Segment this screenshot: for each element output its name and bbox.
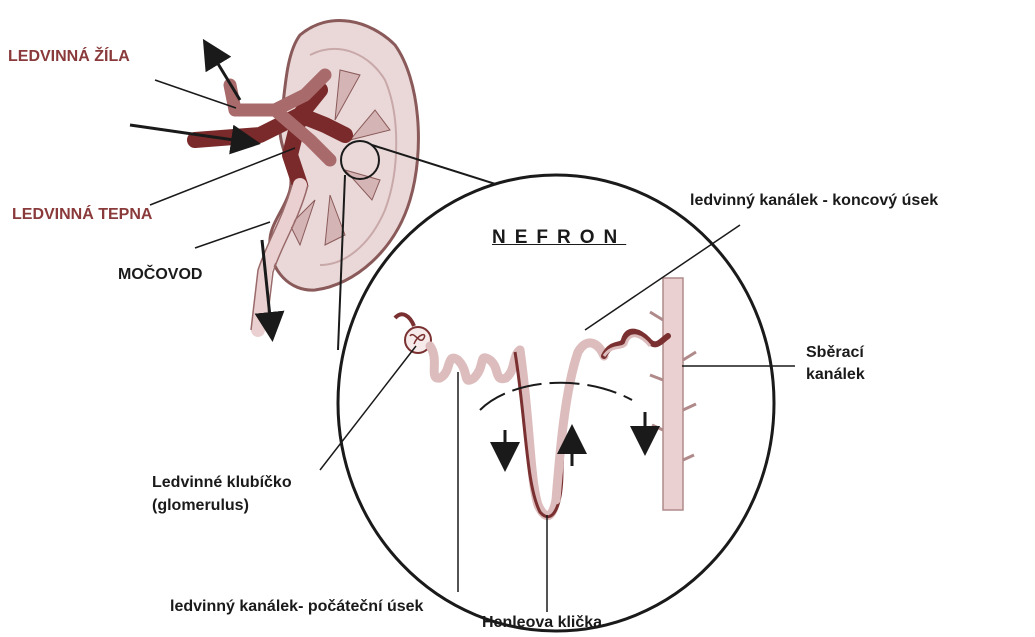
- label-ureter: MOČOVOD: [118, 265, 202, 284]
- label-renal-artery: LEDVINNÁ TEPNA: [12, 205, 152, 224]
- label-collecting-duct-line2: kanálek: [806, 365, 865, 384]
- label-distal-tubule: ledvinný kanálek - koncový úsek: [690, 191, 938, 210]
- leader-ureter: [195, 222, 270, 248]
- label-glomerulus-line2: (glomerulus): [152, 496, 249, 515]
- label-glomerulus-line1: Ledvinné klubíčko: [152, 473, 292, 492]
- label-renal-vein: LEDVINNÁ ŽÍLA: [8, 47, 130, 66]
- vein-flow-arrow: [206, 44, 240, 100]
- leader-renal-artery: [150, 148, 295, 205]
- label-nephron-title: NEFRON: [492, 228, 626, 247]
- label-proximal-tubule: ledvinný kanálek- počáteční úsek: [170, 597, 423, 616]
- collecting-duct: [663, 278, 683, 510]
- label-collecting-duct-line1: Sběrací: [806, 343, 864, 362]
- label-loop-of-henle: Henleova klička: [482, 613, 602, 632]
